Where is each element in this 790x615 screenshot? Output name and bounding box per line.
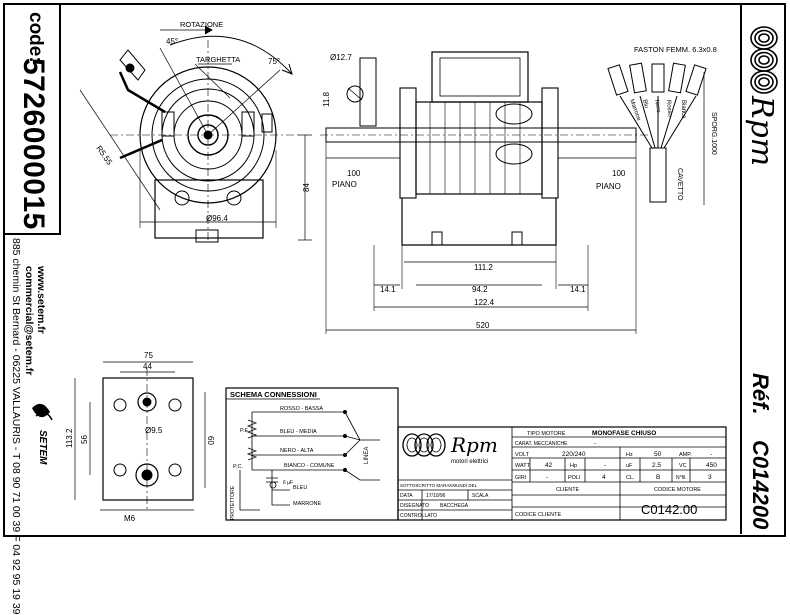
carat-value: - <box>594 441 596 447</box>
dim-1132: 113.2 <box>65 428 74 448</box>
schema-cap-label: 6 µF <box>283 480 293 486</box>
flat-118-dimension: 11.8 <box>322 91 331 107</box>
dim-141-right: 14.1 <box>570 285 586 294</box>
sporg-label: SPORG.1000 <box>710 112 717 155</box>
dim-56: 56 <box>80 435 89 444</box>
cl-value: B <box>656 474 660 481</box>
schema-label-bleu: BLEU <box>293 485 307 491</box>
poli-label: POLI <box>568 475 581 481</box>
data-value: 17/10/96 <box>426 493 446 499</box>
responsabile-text: SOTTOSCRITTO MARAKMUNDI DEL <box>400 483 478 488</box>
nfil-value: 3 <box>708 474 712 481</box>
carat-label: CARAT. MECCANICHE <box>515 441 568 447</box>
cable-drawing <box>607 62 707 205</box>
giri-label: GIRI <box>515 475 527 481</box>
amp-label: AMP. <box>679 452 692 458</box>
dim-60: 60 <box>206 436 215 445</box>
angle-75-label: 75° <box>268 57 280 66</box>
title-brand-sub: motori elettrici <box>451 459 488 465</box>
volt-label: VOLT <box>515 452 530 458</box>
piano-left-label: PIANO <box>332 180 357 189</box>
shaft-diameter-dimension: Ø12.7 <box>330 53 352 62</box>
dim-1112: 111.2 <box>474 263 493 272</box>
rpm-coil-logo <box>750 26 778 94</box>
wire-label-2: Blu <box>641 99 649 109</box>
schema-diagram <box>225 387 399 521</box>
rotation-label: ROTAZIONE <box>180 20 223 29</box>
bottom-view <box>74 361 206 512</box>
dim-100-left: 100 <box>347 169 361 178</box>
dim-100-right: 100 <box>612 169 626 178</box>
cl-label: CL. <box>626 475 635 481</box>
title-brand: Rpm <box>450 433 498 457</box>
volt-value: 220/240 <box>562 451 586 458</box>
wire-label-3: Nero <box>653 99 661 114</box>
schema-pc-label: P.C. <box>233 464 243 470</box>
piano-right-label: PIANO <box>596 182 621 191</box>
controllato-label: CONTROLLATO <box>400 513 437 519</box>
giri-value: - <box>546 474 548 481</box>
uf-value: 2.5 <box>652 462 661 469</box>
scala-label: SCALA <box>472 493 489 499</box>
schema-protettore-label: PROTETTORE <box>230 485 236 520</box>
amp-value: - <box>710 451 712 458</box>
dim-75: 75 <box>144 351 153 360</box>
dim-141-left: 14.1 <box>380 285 396 294</box>
front-view <box>79 25 312 243</box>
data-label: DATA <box>400 493 413 499</box>
schema-label-bianco: BIANCO - COMUNE <box>284 463 335 469</box>
vc-label: VC <box>679 463 687 469</box>
codice-cliente-label: CODICE CLIENTE <box>515 512 561 518</box>
hp-label: Hp <box>570 463 577 469</box>
height-84-dimension: 84 <box>302 183 311 192</box>
ref-box <box>740 3 788 534</box>
schema-label-bleu-media: BLEU - MEDIA <box>280 429 317 435</box>
nameplate-label: TARGHETTA <box>196 55 240 64</box>
schema-linea-label: LINEA <box>364 447 370 464</box>
watt-label: WATT <box>515 463 531 469</box>
hz-label: Hz <box>626 452 633 458</box>
setem-logo-text: SETEM <box>37 430 48 465</box>
poli-value: 4 <box>602 474 606 481</box>
radius-dimension: R5.55 <box>94 144 114 167</box>
schema-label-rosso: ROSSO - BASSA <box>280 406 323 412</box>
faston-label: FASTON FEMM. 6.3x0.8 <box>634 45 717 54</box>
wire-label-4: Rosso <box>665 100 673 118</box>
dim-520: 520 <box>476 321 490 330</box>
cliente-label: CLIENTE <box>556 487 580 493</box>
disegnato-value: BACCHEGA <box>440 503 469 509</box>
nfil-label: N°fil. <box>676 475 687 481</box>
setem-logo <box>32 403 53 421</box>
side-view <box>320 51 650 334</box>
tipo-motore-label: TIPO MOTORE <box>527 431 566 437</box>
schema-label-marrone: MARRONE <box>293 501 321 507</box>
watt-value: 42 <box>545 462 553 469</box>
cavetto-label: CAVETTO <box>676 168 683 201</box>
hole-diameter-dimension: Ø9.5 <box>145 426 163 435</box>
dim-942: 94.2 <box>472 285 488 294</box>
schema-title: SCHEMA CONNESSIONI <box>230 390 317 399</box>
technical-drawing: ROTAZIONE TARGHETTA 45° 75° R5.55 84 Ø96… <box>32 20 778 523</box>
wire-label-1: Marrone <box>628 99 642 123</box>
disegnato-label: DISEGNATO <box>400 503 429 509</box>
schema-label-nero: NERO - ALTA <box>280 448 314 454</box>
angle-45-label: 45° <box>166 37 178 46</box>
codice-motore-value: C0142.00 <box>641 502 697 517</box>
codice-motore-label: CODICE MOTORE <box>654 487 701 493</box>
schema-pe-label: P.E. <box>240 428 250 434</box>
diameter-96-dimension: Ø96.4 <box>206 214 228 223</box>
vc-value: 450 <box>706 462 717 469</box>
thread-m6-label: M6 <box>124 514 136 523</box>
code-box <box>3 3 61 235</box>
hp-value: - <box>604 462 606 469</box>
uf-label: uF <box>626 463 633 469</box>
tipo-motore-value: MONOFASE CHIUSO <box>592 430 656 437</box>
wire-label-5: Bianco <box>680 100 686 119</box>
dim-44: 44 <box>143 362 152 371</box>
dim-1224: 122.4 <box>474 298 495 307</box>
drawing-sheet <box>3 3 786 537</box>
hz-value: 50 <box>654 451 662 458</box>
title-block <box>397 426 727 521</box>
